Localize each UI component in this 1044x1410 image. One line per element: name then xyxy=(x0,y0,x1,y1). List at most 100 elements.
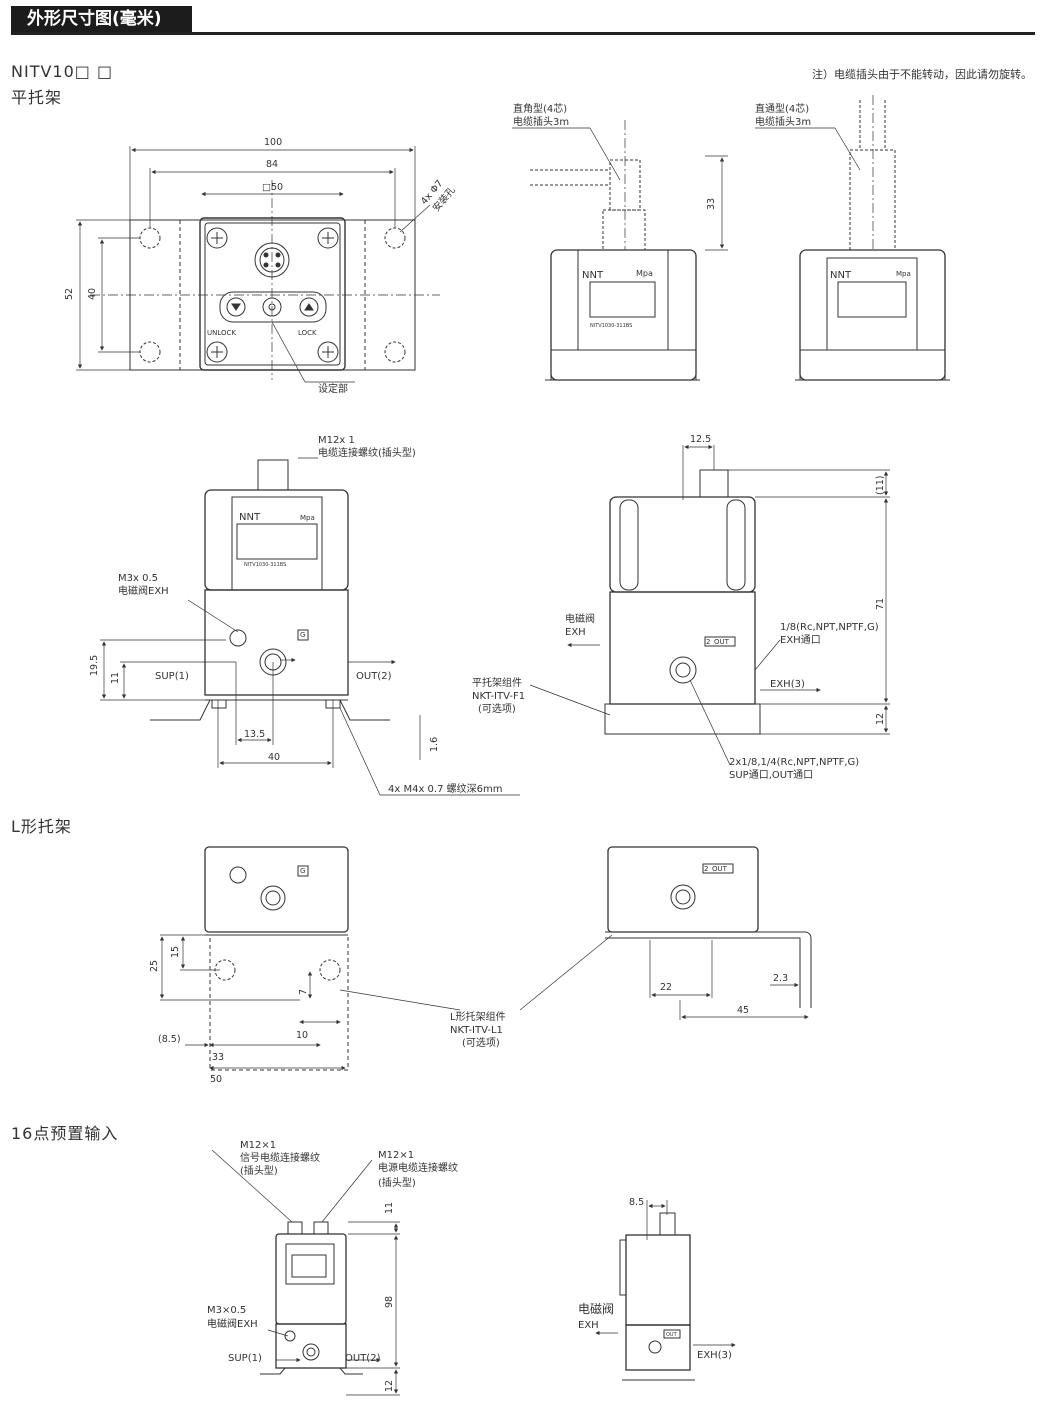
exh-port-2: EXH通口 xyxy=(780,634,821,646)
preset-m12b-3: (插头型) xyxy=(378,1176,416,1189)
mount-hole xyxy=(139,227,161,249)
tap-label: 4x M4x 0.7 螺纹深6mm xyxy=(388,782,502,795)
l-port-no: 2 xyxy=(704,865,708,873)
l-port-out: OUT xyxy=(712,865,728,873)
dim-33b: 33 xyxy=(212,1052,224,1063)
preset-side-view xyxy=(595,1200,736,1381)
l-bracket-1: L形托架组件 xyxy=(450,1010,506,1023)
preset-m12a-3: (插头型) xyxy=(240,1164,278,1177)
ports-1: 2x1/8,1/4(Rc,NPT,NPTF,G) xyxy=(729,757,859,768)
side-connector xyxy=(699,469,729,498)
side-view xyxy=(529,444,890,766)
mount-hole xyxy=(384,227,406,249)
exh-port-icon xyxy=(229,629,247,647)
section-preset-title: 16点预置输入 xyxy=(11,1124,119,1143)
m12-label-1: M12x 1 xyxy=(318,435,355,446)
flat-bracket-1: 平托架组件 xyxy=(472,676,522,689)
preset-exh-1: 电磁阀 xyxy=(578,1301,614,1316)
mount-hole xyxy=(384,341,406,363)
preset-m12a-2: 信号电缆连接螺纹 xyxy=(240,1151,320,1164)
unlock-label: UNLOCK xyxy=(207,329,236,337)
port-out: OUT xyxy=(714,638,730,646)
dim-33: 33 xyxy=(706,198,717,210)
setting-label: 设定部 xyxy=(318,382,348,395)
flat-bracket-3: (可选项) xyxy=(478,702,516,715)
preset-front-view xyxy=(211,1149,400,1396)
dim-19-5: 19.5 xyxy=(89,655,100,676)
sup-label: SUP(1) xyxy=(155,671,189,682)
dim-p98: 98 xyxy=(384,1296,395,1308)
ra-brand: NNT xyxy=(582,270,604,281)
l-gauge-mark: G xyxy=(300,867,305,875)
out-port-icon xyxy=(669,656,697,684)
st-label-2: 电缆插头3m xyxy=(755,115,811,128)
dim-11b: (11) xyxy=(875,475,886,495)
preset-m3-2: 电磁阀EXH xyxy=(207,1317,258,1330)
m3-label-2: 电磁阀EXH xyxy=(118,584,169,597)
dim-40b: 40 xyxy=(268,752,280,763)
screw-icon xyxy=(206,341,228,363)
cable-note: 注）电缆插头由于不能转动，因此请勿旋转。 xyxy=(812,68,1032,81)
preset-port: OUT xyxy=(666,1332,678,1338)
dim-40: 40 xyxy=(87,288,98,300)
dim-10: 10 xyxy=(296,1030,308,1041)
ra-model: NITV1030-311BS xyxy=(590,323,632,329)
dim-p12: 12 xyxy=(384,1380,395,1392)
header-title: 外形尺寸图(毫米) xyxy=(11,6,192,32)
st-label-1: 直通型(4芯) xyxy=(755,102,809,115)
dim-7: 7 xyxy=(298,989,309,995)
dim-25: 25 xyxy=(149,960,160,972)
m12-connector xyxy=(257,459,289,491)
preset-m12b-2: 电源电缆连接螺纹 xyxy=(378,1161,458,1174)
display xyxy=(236,523,318,560)
dim-45: 45 xyxy=(737,1005,749,1016)
dim-p11: 11 xyxy=(384,1202,395,1214)
dim-100: 100 xyxy=(264,137,282,148)
side-exh-1: 电磁阀 xyxy=(565,612,595,625)
st-unit: Mpa xyxy=(896,270,911,278)
preset-m12b-1: M12×1 xyxy=(378,1150,414,1161)
preset-exh3: EXH(3) xyxy=(697,1350,732,1361)
ra-unit: Mpa xyxy=(636,269,653,278)
side-exh3: EXH(3) xyxy=(770,679,805,690)
exh-port-1: 1/8(Rc,NPT,NPTF,G) xyxy=(780,622,879,633)
dim-50b: 50 xyxy=(210,1074,222,1085)
l-bracket-3: (可选项) xyxy=(462,1036,500,1049)
mount-hole xyxy=(139,341,161,363)
screw-icon xyxy=(317,227,339,249)
right-angle-view xyxy=(512,120,728,381)
dim-11: 11 xyxy=(110,672,121,684)
gauge-mark: G xyxy=(300,631,305,639)
screw-icon xyxy=(206,227,228,249)
ra-label-2: 电缆插头3m xyxy=(513,115,569,128)
section-flat-title: 平托架 xyxy=(11,88,63,107)
side-exh-2: EXH xyxy=(565,627,586,638)
l-bracket-2: NKT-ITV-L1 xyxy=(450,1025,503,1036)
m3-label-1: M3x 0.5 xyxy=(118,573,158,584)
m12-label-2: 电缆连接螺纹(插头型) xyxy=(318,446,416,459)
dim-12-5: 12.5 xyxy=(690,434,711,445)
body-outline xyxy=(199,217,346,371)
preset-m12a-1: M12×1 xyxy=(240,1140,276,1151)
flat-bracket-2: NKT-ITV-F1 xyxy=(472,691,525,702)
ra-label-1: 直角型(4芯) xyxy=(513,102,567,115)
dim-13-5: 13.5 xyxy=(244,729,265,740)
dim-84: 84 xyxy=(266,159,278,170)
l-side-view xyxy=(519,846,812,1020)
dim-15: 15 xyxy=(170,946,181,958)
front-unit: Mpa xyxy=(300,514,315,522)
preset-out: OUT(2) xyxy=(345,1353,381,1364)
section-header: 外形尺寸图(毫米) xyxy=(11,6,1035,35)
front-view xyxy=(100,457,520,796)
straight-view xyxy=(755,95,950,381)
dim-12: 12 xyxy=(875,713,886,725)
section-l-title: L形托架 xyxy=(11,817,72,836)
dim-2-3: 2.3 xyxy=(773,973,788,984)
dim-50: □50 xyxy=(262,182,283,193)
dim-p8-5: 8.5 xyxy=(629,1197,644,1208)
mount-bolt xyxy=(211,699,227,709)
screw-icon xyxy=(317,341,339,363)
dim-8-5: (8.5) xyxy=(158,1034,181,1045)
port-no: 2 xyxy=(706,638,710,646)
up-button-icon xyxy=(299,297,319,317)
